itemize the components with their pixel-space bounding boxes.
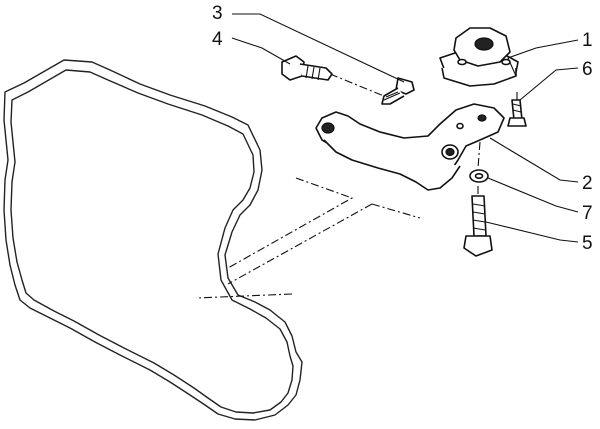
leader-lines xyxy=(231,13,579,243)
engine-block-outline xyxy=(3,59,303,421)
callout-5: 5 xyxy=(582,233,593,254)
callout-2: 2 xyxy=(582,173,593,194)
screw-part-6 xyxy=(507,99,527,127)
engine-mount-part-1 xyxy=(439,27,519,87)
callout-1: 1 xyxy=(582,30,593,51)
callout-3: 3 xyxy=(212,3,223,24)
washer-part-7 xyxy=(469,169,489,183)
callout-numbers: 3 4 1 6 2 7 5 xyxy=(212,3,593,254)
bolt-part-3 xyxy=(381,77,415,105)
mounting-bracket-part-2 xyxy=(315,103,505,191)
stud-bolt-part-5 xyxy=(463,195,493,257)
callout-4: 4 xyxy=(212,29,223,50)
bolt-part-4 xyxy=(281,55,333,81)
callout-6: 6 xyxy=(582,59,593,80)
callout-7: 7 xyxy=(582,203,593,224)
